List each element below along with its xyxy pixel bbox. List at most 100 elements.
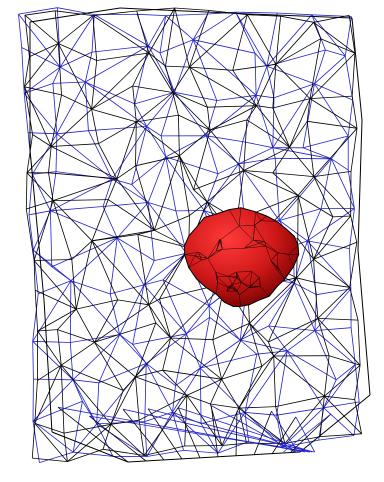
inner-object-edge (207, 239, 220, 259)
front-mesh-edge (148, 52, 174, 93)
front-mesh-edge (280, 15, 314, 23)
back-mesh-edge (51, 237, 118, 268)
back-mesh-edge (242, 141, 273, 149)
back-mesh-edge (206, 135, 243, 142)
front-mesh-edge (132, 85, 137, 122)
front-mesh-edge (317, 318, 359, 321)
front-mesh-edge (275, 64, 311, 99)
inner-object-edge (216, 282, 218, 295)
front-mesh-edge (92, 10, 137, 16)
front-mesh-edge (317, 318, 330, 356)
bottom-fan-edge (89, 415, 147, 462)
front-mesh-edge (296, 258, 314, 279)
back-mesh-edge (314, 83, 349, 137)
back-mesh-edge (206, 135, 240, 165)
front-mesh-edge (272, 172, 314, 177)
front-mesh-edge (174, 7, 190, 68)
inner-object-edge (236, 277, 242, 283)
back-mesh-edge (193, 39, 256, 54)
front-mesh-edge (249, 277, 297, 324)
back-mesh-edge (85, 45, 149, 83)
front-mesh-edge (91, 109, 99, 144)
front-mesh-edge (135, 165, 155, 231)
front-mesh-edge (51, 146, 118, 180)
front-mesh-edge (324, 395, 362, 435)
inner-object-edge (249, 271, 252, 287)
front-mesh-edge (172, 92, 208, 108)
front-mesh-edge (48, 172, 117, 180)
front-mesh-edge (91, 234, 138, 242)
back-mesh-edge (144, 363, 147, 422)
back-mesh-edge (350, 327, 356, 365)
back-mesh-edge (56, 130, 89, 135)
back-mesh-edge (347, 170, 355, 209)
back-mesh-edge (208, 305, 241, 341)
front-mesh-edge (221, 323, 250, 380)
back-mesh-edge (174, 91, 217, 101)
front-mesh-edge (349, 287, 359, 321)
front-mesh-edge (135, 376, 188, 396)
inner-object-edge (260, 286, 270, 297)
front-mesh-edge (135, 369, 163, 378)
back-mesh-edge (239, 282, 295, 341)
back-mesh-edge (302, 147, 332, 160)
back-mesh-edge (302, 83, 315, 148)
back-mesh-edge (323, 401, 360, 409)
front-mesh-edge (189, 201, 208, 216)
bottom-fan-edge (89, 415, 310, 453)
back-mesh-edge (50, 171, 57, 211)
inner-object-edge (217, 276, 229, 278)
front-mesh-edge (116, 121, 137, 179)
front-mesh-edge (61, 94, 92, 110)
back-mesh-edge (240, 325, 269, 341)
inner-object-edge (244, 241, 265, 249)
bottom-fan-edge (147, 408, 311, 453)
back-mesh-edge (50, 210, 118, 239)
back-mesh-edge (69, 342, 74, 380)
back-mesh-edge (102, 206, 118, 239)
back-mesh-edge (70, 334, 120, 343)
back-mesh-edge (145, 363, 173, 413)
front-mesh-edge (172, 66, 190, 93)
front-mesh-edge (314, 282, 350, 288)
inner-object-edges (184, 207, 299, 307)
bottom-fan-edge (271, 410, 299, 453)
front-mesh-edge (313, 128, 358, 177)
back-mesh-edge (143, 284, 187, 335)
back-mesh-edge (201, 412, 246, 424)
front-mesh-edge (209, 119, 248, 131)
front-mesh-edge (110, 390, 124, 425)
front-mesh-edge (210, 379, 222, 405)
back-mesh-edge (32, 341, 34, 380)
front-mesh-edge (37, 329, 58, 332)
back-mesh-edge (316, 288, 351, 296)
mesh-boundary-edge (357, 119, 363, 251)
front-mesh-edge (162, 369, 188, 396)
front-mesh-edge (51, 143, 99, 147)
back-mesh-edge (239, 339, 258, 355)
back-mesh-edge (96, 363, 147, 425)
front-mesh-edge (317, 287, 350, 319)
back-mesh-edge (314, 49, 326, 84)
front-mesh-edge (57, 329, 62, 366)
front-mesh-edge (189, 66, 257, 107)
front-mesh-edge (137, 229, 155, 235)
back-mesh-edge (279, 220, 308, 242)
back-mesh-edge (72, 334, 120, 381)
inner-object-edge (248, 286, 261, 288)
inner-object-edge (198, 252, 202, 261)
inner-object-edge (264, 241, 278, 253)
back-mesh-edge (50, 210, 53, 267)
inner-object-edge (241, 282, 251, 287)
inner-object-edge (217, 276, 229, 288)
back-mesh-edge (72, 401, 83, 453)
front-mesh-edge (91, 108, 137, 123)
back-mesh-edge (244, 412, 277, 416)
front-mesh-edge (186, 378, 222, 396)
front-mesh-edge (246, 14, 277, 65)
inner-object-edge (270, 260, 277, 269)
front-mesh-edge (212, 339, 222, 380)
back-mesh-edge (131, 126, 148, 185)
back-mesh-edge (276, 407, 324, 416)
